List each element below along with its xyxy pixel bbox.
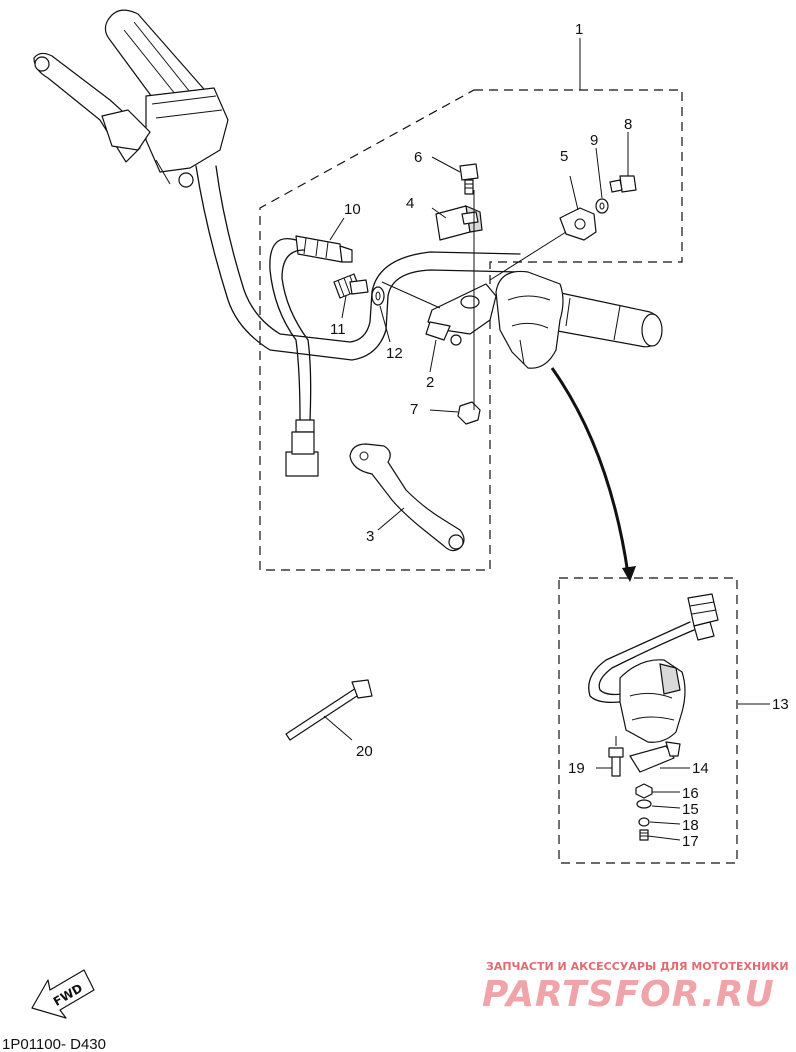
clutch-switch — [269, 235, 353, 477]
watermark-logo: PARTSFOR.RU — [482, 974, 775, 1015]
lever — [349, 443, 465, 552]
right-switch-housing — [495, 270, 564, 369]
connector-curve — [550, 367, 630, 575]
callout-8: 8 — [624, 116, 632, 133]
lever-holder — [425, 283, 497, 346]
callout-2: 2 — [426, 374, 434, 391]
callout-9: 9 — [590, 132, 598, 149]
callout-14: 14 — [692, 760, 709, 777]
washer — [595, 198, 609, 214]
right-grip — [551, 291, 663, 348]
callout-3: 3 — [366, 528, 374, 545]
callout-20: 20 — [356, 743, 373, 760]
callout-10: 10 — [344, 201, 361, 218]
bolt — [459, 163, 479, 195]
cable-tie — [285, 679, 373, 741]
callout-18: 18 — [682, 817, 699, 834]
callout-19: 19 — [568, 760, 585, 777]
callout-12: 12 — [386, 345, 403, 362]
callout-5: 5 — [560, 148, 568, 165]
callout-6: 6 — [414, 149, 422, 166]
drawing-code: 1P01100- D430 — [2, 1036, 106, 1052]
callout-4: 4 — [406, 195, 414, 212]
callout-15: 15 — [682, 801, 699, 818]
leader-lines — [323, 38, 770, 841]
watermark-tagline: ЗАПЧАСТИ И АКСЕССУАРЫ ДЛЯ МОТОТЕХНИКИ — [486, 960, 789, 973]
watermark: ЗАПЧАСТИ И АКСЕССУАРЫ ДЛЯ МОТОТЕХНИКИ PA… — [482, 960, 789, 1015]
nut — [457, 401, 481, 425]
forward-arrow: FWD — [31, 969, 95, 1019]
assembly-box-1 — [259, 89, 683, 571]
screw — [609, 175, 637, 193]
callout-11: 11 — [330, 321, 346, 338]
mirror-bracket — [559, 207, 597, 241]
switch-block — [435, 205, 483, 241]
callout-labels: 1 2 3 4 5 6 7 8 9 10 11 12 13 14 15 16 1… — [330, 21, 789, 850]
callout-17: 17 — [682, 833, 699, 850]
callout-13: 13 — [772, 696, 789, 713]
ring — [371, 286, 385, 306]
callout-1: 1 — [575, 21, 583, 38]
callout-16: 16 — [682, 785, 699, 802]
left-grip-assembly — [33, 9, 229, 188]
handlebar-tube — [195, 165, 521, 361]
callout-7: 7 — [410, 401, 418, 418]
handlebar-switch-assembly — [588, 593, 719, 841]
assembly-box-13 — [558, 577, 738, 864]
adjuster — [333, 273, 369, 299]
